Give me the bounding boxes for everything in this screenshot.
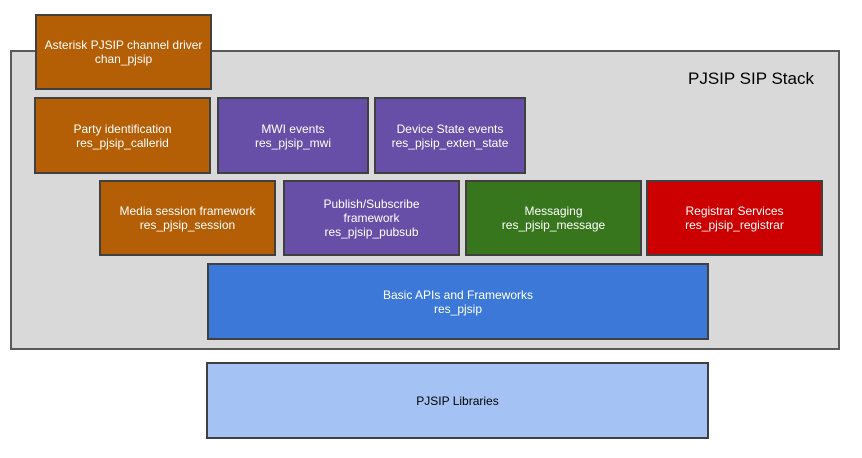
registrar-module: res_pjsip_registrar xyxy=(685,218,784,232)
chan-pjsip-box: Asterisk PJSIP channel driver chan_pjsip xyxy=(35,14,212,90)
pubsub-box: Publish/Subscribe framework res_pjsip_pu… xyxy=(283,180,460,256)
chan-pjsip-label: Asterisk PJSIP channel driver xyxy=(44,38,203,52)
mwi-label: MWI events xyxy=(261,121,325,136)
registrar-box: Registrar Services res_pjsip_registrar xyxy=(646,180,823,256)
callerid-label: Party identification xyxy=(73,121,172,136)
stack-title: PJSIP SIP Stack xyxy=(688,69,814,88)
callerid-module: res_pjsip_callerid xyxy=(76,135,169,150)
pubsub-label-line1: Publish/Subscribe xyxy=(323,197,420,211)
chan-pjsip-module: chan_pjsip xyxy=(94,52,153,66)
session-label: Media session framework xyxy=(119,204,256,218)
registrar-label: Registrar Services xyxy=(685,204,784,218)
basic-apis-label: Basic APIs and Frameworks xyxy=(382,287,534,302)
pjsip-libraries-box: PJSIP Libraries xyxy=(206,362,709,439)
message-box: Messaging res_pjsip_message xyxy=(465,180,642,256)
callerid-box: Party identification res_pjsip_callerid xyxy=(34,97,211,174)
session-module: res_pjsip_session xyxy=(139,218,236,232)
message-label: Messaging xyxy=(524,204,583,218)
exten-state-module: res_pjsip_exten_state xyxy=(391,135,509,150)
message-module: res_pjsip_message xyxy=(501,218,606,232)
pjsip-libraries-label: PJSIP Libraries xyxy=(416,393,499,408)
exten-state-label: Device State events xyxy=(396,121,504,136)
pubsub-label-line2: framework xyxy=(343,211,400,225)
mwi-box: MWI events res_pjsip_mwi xyxy=(217,97,369,174)
session-box: Media session framework res_pjsip_sessio… xyxy=(99,180,276,256)
pubsub-module: res_pjsip_pubsub xyxy=(324,225,419,239)
mwi-module: res_pjsip_mwi xyxy=(254,135,332,150)
exten-state-box: Device State events res_pjsip_exten_stat… xyxy=(374,97,526,174)
basic-apis-module: res_pjsip xyxy=(433,301,483,316)
basic-apis-box: Basic APIs and Frameworks res_pjsip xyxy=(207,263,709,340)
